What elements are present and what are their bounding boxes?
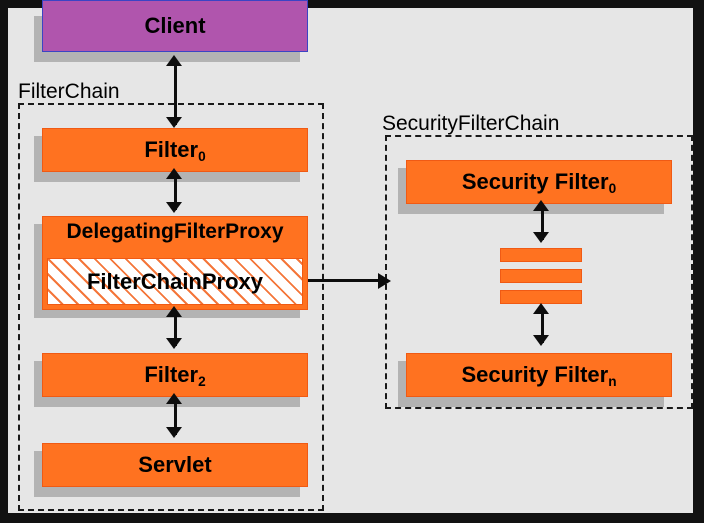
group-label-filter-chain: FilterChain [18, 80, 120, 103]
arrow-sf0-bars-head-down [533, 232, 549, 243]
security-filter0-box[interactable]: Security Filter0 [406, 160, 672, 204]
arrow-filter0-dfp-head-down [166, 202, 182, 213]
filter2-label: Filter2 [144, 362, 206, 390]
arrow-filter2-servlet-head-up [166, 393, 182, 404]
security-filtern-box[interactable]: Security Filtern [406, 353, 672, 397]
security-filtern-label: Security Filtern [461, 362, 617, 390]
arrow-fcp-securitychain-head [378, 272, 391, 289]
ellipsis-bar-1 [500, 248, 582, 262]
arrow-client-filter0-head-down [166, 117, 182, 128]
filter2-box[interactable]: Filter2 [42, 353, 308, 397]
delegating-filter-proxy-label: DelegatingFilterProxy [66, 220, 284, 243]
arrow-filter2-servlet-line [173, 401, 177, 435]
arrow-dfp-filter2-line [173, 314, 177, 346]
arrow-bars-sfn-line [540, 311, 544, 343]
security-filter0-label: Security Filter0 [461, 169, 617, 197]
arrow-filter2-servlet-head-down [166, 427, 182, 438]
filter0-box[interactable]: Filter0 [42, 128, 308, 172]
client-label: Client [144, 13, 206, 38]
ellipsis-bar-3 [500, 290, 582, 304]
group-label-security-filter-chain: SecurityFilterChain [382, 112, 560, 135]
arrow-client-filter0-line [173, 63, 177, 125]
arrow-filter0-dfp-line [173, 176, 177, 210]
diagram-canvas: FilterChain SecurityFilterChain Client F… [8, 0, 693, 513]
filter0-label: Filter0 [144, 137, 206, 165]
arrow-dfp-filter2-head-up [166, 306, 182, 317]
arrow-sf0-bars-line [540, 208, 544, 240]
group-filter-chain [18, 103, 324, 511]
client-box[interactable]: Client [42, 0, 308, 52]
servlet-box[interactable]: Servlet [42, 443, 308, 487]
arrow-bars-sfn-head-up [533, 303, 549, 314]
arrow-filter0-dfp-head-up [166, 168, 182, 179]
arrow-fcp-securitychain-line [308, 279, 380, 282]
filter-chain-proxy-label: FilterChainProxy [86, 268, 264, 294]
arrow-sf0-bars-head-up [533, 200, 549, 211]
filter-chain-proxy-box[interactable]: FilterChainProxy [47, 258, 303, 305]
arrow-bars-sfn-head-down [533, 335, 549, 346]
ellipsis-bar-2 [500, 269, 582, 283]
arrow-dfp-filter2-head-down [166, 338, 182, 349]
arrow-client-filter0-head-up [166, 55, 182, 66]
group-security-filter-chain [385, 135, 693, 409]
servlet-label: Servlet [138, 452, 212, 477]
